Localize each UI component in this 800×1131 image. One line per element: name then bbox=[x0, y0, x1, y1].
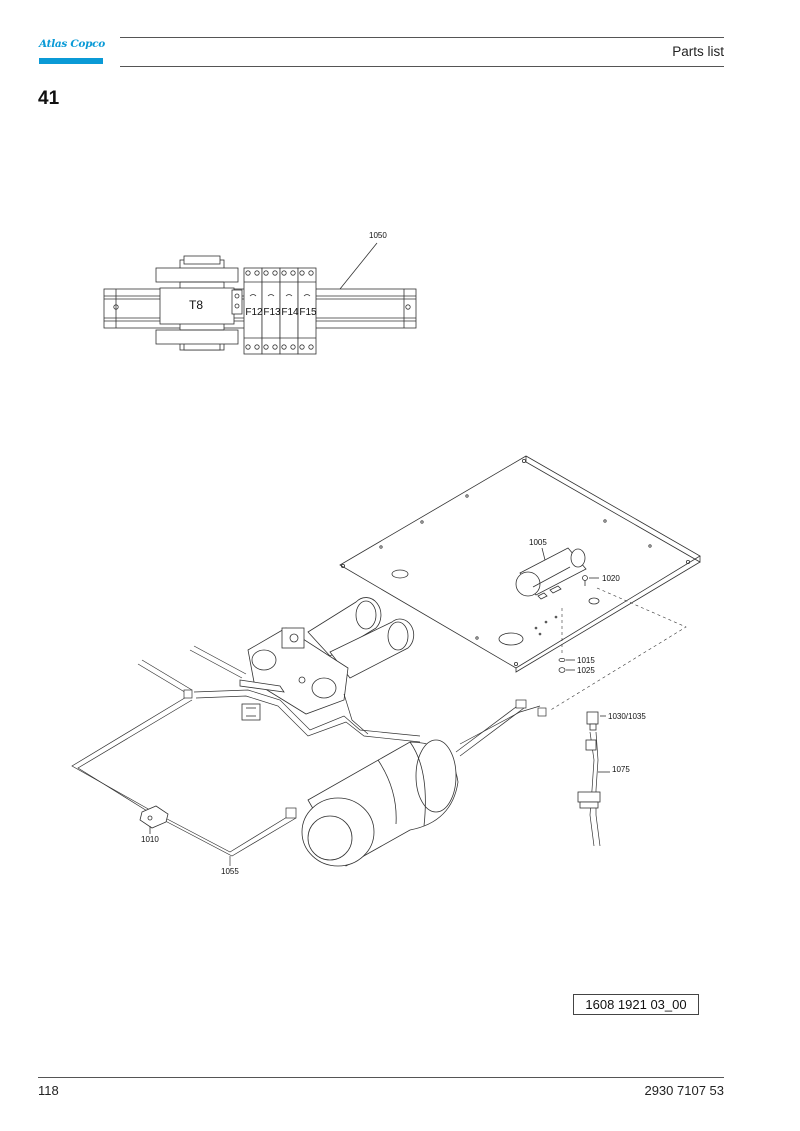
fuse-block: F12 F13 F14 F15 bbox=[243, 267, 317, 355]
din-rail-assembly: T8 F12 F13 F14 F15 1050 bbox=[103, 231, 417, 355]
section-number: 41 bbox=[38, 88, 60, 109]
callout-1005: 1005 bbox=[529, 538, 547, 547]
filter-assembly bbox=[239, 597, 415, 721]
header-title: Parts list bbox=[672, 44, 724, 59]
valve-1010: 1010 bbox=[139, 805, 169, 844]
callout-1020: 1020 bbox=[602, 574, 620, 583]
sensor-1030-1035: 1030/1035 1075 bbox=[577, 711, 646, 847]
page-number: 118 bbox=[38, 1083, 59, 1098]
screw-1020: 1020 bbox=[582, 574, 620, 586]
fuse-label-f15: F15 bbox=[299, 307, 317, 318]
figure-id-box: 1608 1921 03_00 bbox=[573, 994, 699, 1015]
fasteners-1015-1025: 1015 1025 bbox=[558, 656, 595, 675]
tank-assembly bbox=[301, 739, 459, 867]
mounting-plate bbox=[339, 455, 701, 673]
callout-1010: 1010 bbox=[141, 835, 159, 844]
callout-1050: 1050 bbox=[369, 231, 387, 240]
transformer-t8: T8 bbox=[155, 255, 243, 351]
atlas-copco-logo: Atlas Copco bbox=[39, 36, 105, 68]
header-bottom-rule bbox=[120, 66, 724, 67]
callout-1030-1035: 1030/1035 bbox=[608, 712, 646, 721]
callout-1055: 1055 bbox=[221, 867, 239, 876]
leader-1050 bbox=[339, 242, 378, 290]
document-number: 2930 7107 53 bbox=[644, 1083, 724, 1098]
fuse-label-f14: F14 bbox=[281, 307, 299, 318]
footer-rule bbox=[38, 1077, 724, 1078]
fuse-label-f13: F13 bbox=[263, 307, 281, 318]
callout-1075: 1075 bbox=[612, 765, 630, 774]
component-1005: 1005 bbox=[515, 538, 587, 600]
header-top-rule bbox=[120, 37, 724, 38]
logo-wordmark: Atlas Copco bbox=[39, 38, 105, 50]
callout-1015: 1015 bbox=[577, 656, 595, 665]
fuse-label-f12: F12 bbox=[245, 307, 263, 318]
transformer-label: T8 bbox=[189, 298, 203, 312]
callout-1025: 1025 bbox=[577, 666, 595, 675]
dashed-assembly-lines bbox=[548, 587, 687, 712]
logo-bar bbox=[39, 58, 103, 64]
